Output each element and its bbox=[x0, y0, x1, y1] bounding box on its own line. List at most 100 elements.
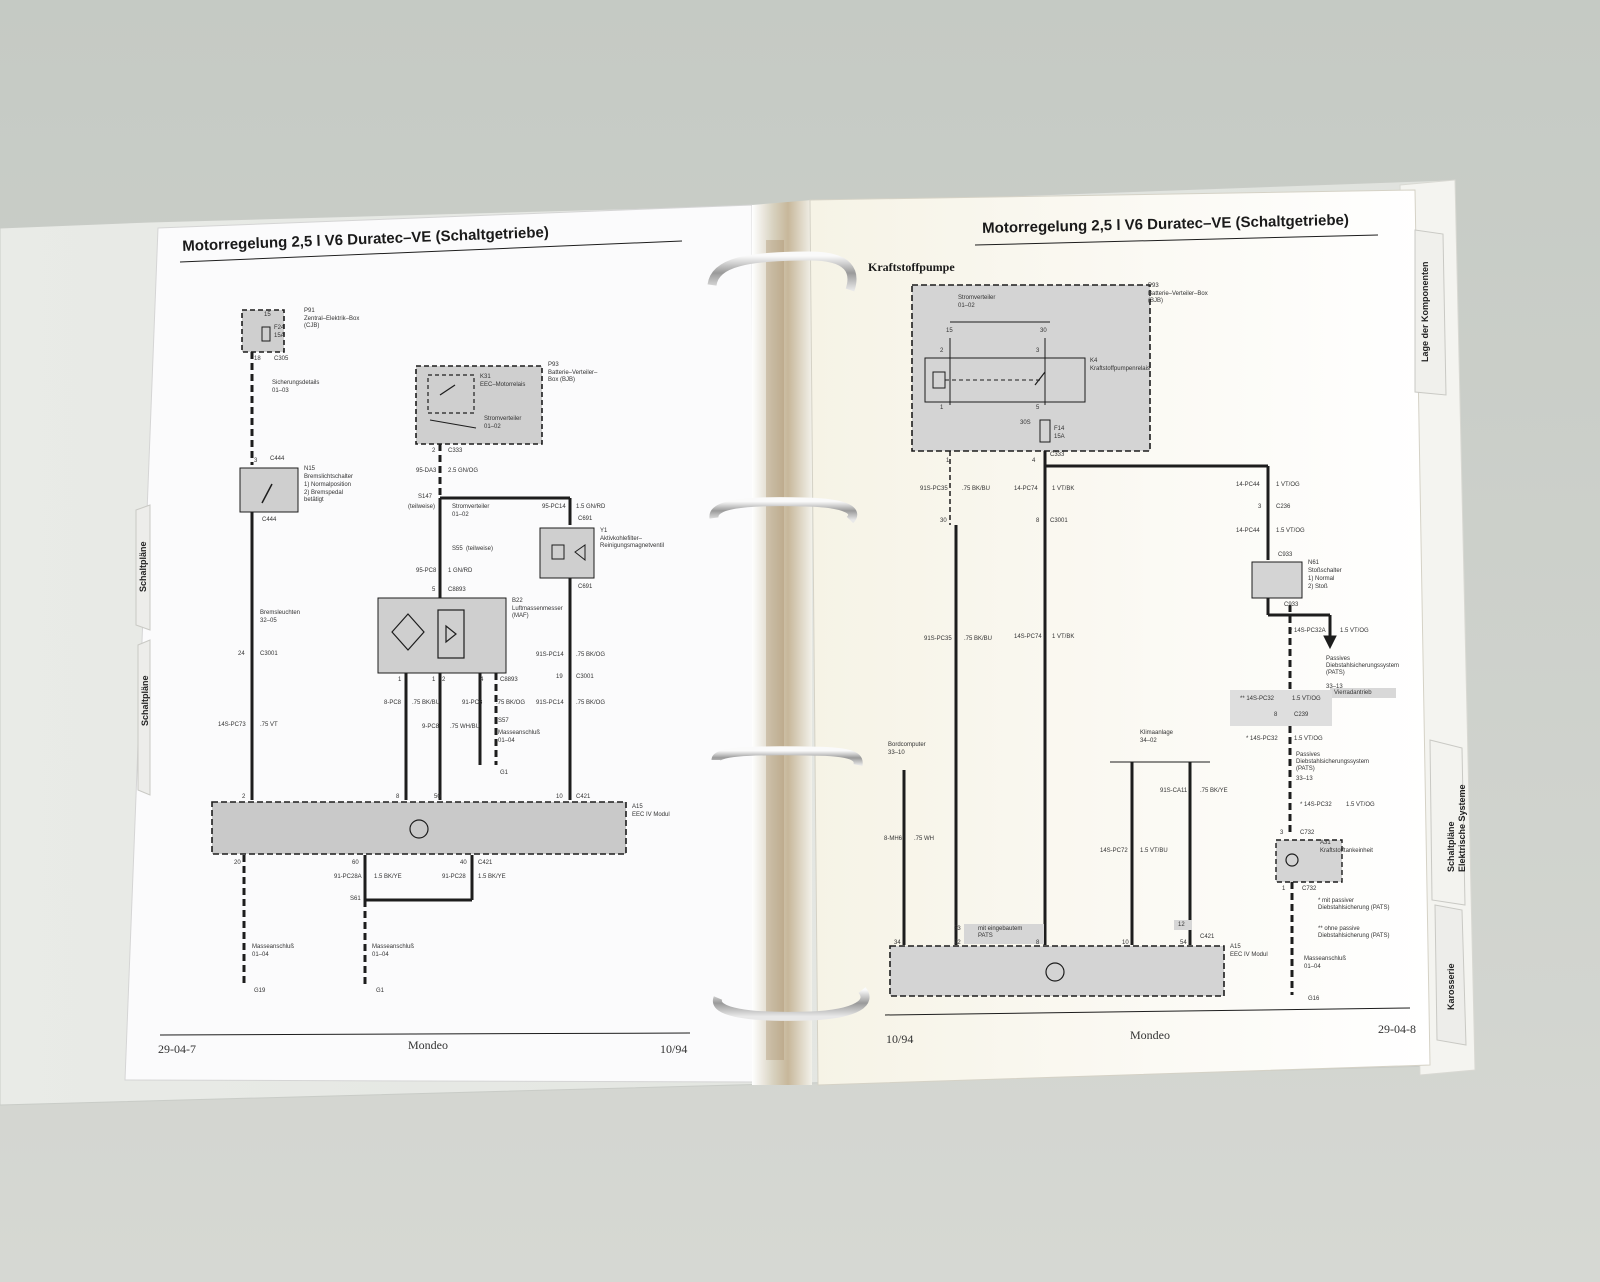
label-r-pats1-ref: 33–13 bbox=[1326, 684, 1343, 690]
label-wire-91pc28: 91-PC28 bbox=[442, 874, 466, 880]
right-tab-lage-der-komponenten[interactable]: Lage der Komponenten bbox=[1420, 261, 1430, 362]
label-wire-75bkog2: .75 BK/OG bbox=[576, 652, 606, 658]
label-r-pin30: 30 bbox=[1040, 328, 1047, 334]
label-y1: Y1 bbox=[600, 528, 608, 534]
label-r-pats1: Passives Diebstahlsicherungssystem (PATS… bbox=[1326, 656, 1400, 676]
label-r-n61: N61 bbox=[1308, 560, 1320, 566]
label-r-wire-14pc44: 14-PC44 bbox=[1236, 482, 1260, 488]
label-bremsleuchten: Bremsleuchten bbox=[260, 610, 301, 616]
label-r-wire-75wh: .75 WH bbox=[914, 836, 935, 842]
label-r-pin2: 2 bbox=[940, 348, 944, 354]
label-r-n61-opt1: 1) Normal bbox=[1308, 576, 1335, 582]
right-tab-karosserie[interactable]: Karosserie bbox=[1446, 963, 1456, 1010]
label-p91: P91 bbox=[304, 308, 315, 314]
label-r-pats2-ref: 33–13 bbox=[1296, 776, 1313, 782]
label-wire-15bkye2: 1.5 BK/YE bbox=[478, 874, 506, 880]
label-stromverteiler: Stromverteiler bbox=[452, 504, 490, 510]
label-r-wire-14spc32a: * 14S-PC32A bbox=[1290, 628, 1326, 634]
label-wire-15bkye: 1.5 BK/YE bbox=[374, 874, 402, 880]
label-c305: C305 bbox=[274, 356, 289, 362]
label-masseanschluss-a-ref: 01–04 bbox=[498, 738, 515, 744]
label-r-pin3d: 3 bbox=[1280, 830, 1284, 836]
label-r-c333: C333 bbox=[1050, 452, 1065, 458]
label-r-bordcomputer-ref: 33–10 bbox=[888, 750, 905, 756]
label-r-k4: K4 bbox=[1090, 358, 1098, 364]
label-c8893-bottom: C8893 bbox=[500, 677, 518, 683]
label-n15-desc: Bremslichtschalter bbox=[304, 474, 354, 480]
label-c444-bottom: C444 bbox=[262, 517, 277, 523]
label-wire-95da3: 95-DA3 bbox=[416, 468, 437, 474]
label-y1-desc: Aktivkohlefilter–Reinigungsmagnetventil bbox=[600, 536, 665, 549]
label-wire-75bkbu: .75 BK/BU bbox=[412, 700, 441, 706]
label-sicherungsdetails: Sicherungsdetails bbox=[272, 380, 320, 386]
label-wire-91spc14b: 91S-PC14 bbox=[536, 700, 564, 706]
label-r-wire-15vtbu: 1.5 VT/BU bbox=[1140, 848, 1168, 854]
label-pin-e4: 10 bbox=[556, 794, 563, 800]
label-r-pin8b: 8 bbox=[1036, 518, 1040, 524]
label-masseanschluss-a: Masseanschluß bbox=[498, 730, 541, 736]
label-r-masseanschluss-ref: 01–04 bbox=[1304, 964, 1321, 970]
label-r-pin10: 10 bbox=[1122, 940, 1129, 946]
left-tab-schaltplaene-top[interactable]: Schaltpläne bbox=[138, 541, 148, 592]
label-pin15: 15 bbox=[264, 312, 271, 318]
label-wire-75whbu: .75 WH/BU bbox=[450, 724, 481, 730]
label-r-c3001: C3001 bbox=[1050, 518, 1068, 524]
label-teilweise: (teilweise) bbox=[408, 504, 436, 510]
label-r-wire-15vtogc: 1.5 VT/OG bbox=[1292, 696, 1321, 702]
section-heading: Kraftstoffpumpe bbox=[868, 260, 955, 274]
label-pin-e2: 8 bbox=[396, 794, 400, 800]
label-wire-25gnog: 2.5 GN/OG bbox=[448, 468, 479, 474]
label-r-a15-desc: EEC IV Modul bbox=[1230, 952, 1268, 958]
right-diagram bbox=[884, 234, 1411, 1016]
label-r-pin3c: 3 bbox=[1258, 504, 1262, 510]
binder-rings bbox=[707, 251, 870, 1021]
label-r-pin-b4: 4 bbox=[1032, 458, 1036, 464]
label-wire-91pc8: 91-PC8 bbox=[462, 700, 483, 706]
label-r-wire-91spc35b: 91S-PC35 bbox=[924, 636, 952, 642]
label-stromverteiler-ref: 01–02 bbox=[452, 512, 469, 518]
label-pin-a4: 4 bbox=[480, 677, 484, 683]
label-p91-desc: Zentral–Elektrik–Box (CJB) bbox=[304, 316, 360, 329]
label-r-wire-14spc74: 14S-PC74 bbox=[1014, 634, 1042, 640]
label-r-p93-desc: Batterie–Verteiler–Box (BJB) bbox=[1148, 291, 1208, 304]
vierradantrieb-shade bbox=[1330, 688, 1396, 698]
label-pin2-c333: 2 bbox=[432, 448, 436, 454]
label-c8893-top: C8893 bbox=[448, 587, 466, 593]
label-masseanschluss-b: Masseanschluß bbox=[252, 944, 295, 950]
label-bremsleuchten-ref: 32–05 bbox=[260, 618, 277, 624]
label-pin3-c444: 3 bbox=[254, 458, 258, 464]
right-tab-elektrische-systeme[interactable]: Schaltpläne Elektrische Systeme bbox=[1446, 784, 1467, 872]
label-r-k4-desc: Kraftstoffpumpenrelais bbox=[1090, 366, 1150, 372]
label-r-pin1d: 1 bbox=[1282, 886, 1286, 892]
label-r-pin12: 12 bbox=[1178, 922, 1185, 928]
label-f24: F24 bbox=[274, 325, 285, 331]
label-c691-bottom: C691 bbox=[578, 584, 593, 590]
pats-shade bbox=[964, 924, 1044, 944]
label-c444-top: C444 bbox=[270, 456, 285, 462]
right-footer-left: 10/94 bbox=[886, 1032, 914, 1046]
label-r-klimaanlage: Klimaanlage bbox=[1140, 730, 1174, 736]
label-masseanschluss-c-ref: 01–04 bbox=[372, 952, 389, 958]
left-tab-schaltplaene-bottom[interactable]: Schaltpläne bbox=[140, 675, 150, 726]
label-teilweise2: (teilweise) bbox=[466, 546, 494, 552]
label-r-pin3: 3 bbox=[1036, 348, 1040, 354]
label-r-f14: F14 bbox=[1054, 426, 1065, 432]
label-r-pin30b: 30 bbox=[940, 518, 947, 524]
label-r-wire-91sca11: 91S-CA11 bbox=[1160, 788, 1188, 794]
label-r-wire-14spc32-s2: * 14S-PC32 bbox=[1300, 802, 1332, 808]
label-masseanschluss-c: Masseanschluß bbox=[372, 944, 415, 950]
label-r-pin8c: 8 bbox=[1274, 712, 1278, 718]
label-r-wire-1vtbkb: 1 VT/BK bbox=[1052, 634, 1075, 640]
label-wire-91pc28a: 91-PC28A bbox=[334, 874, 362, 880]
label-r-note1: * mit passiver Diebstahlsicherung (PATS) bbox=[1318, 898, 1390, 911]
label-sicherungsdetails-ref: 01–03 bbox=[272, 388, 289, 394]
label-r-c421: C421 bbox=[1200, 934, 1215, 940]
label-r-p93: P93 bbox=[1148, 283, 1159, 289]
left-footer-left: 29-04-7 bbox=[158, 1042, 196, 1056]
label-pin-a3: 2 bbox=[442, 677, 446, 683]
label-c3001b: C3001 bbox=[576, 674, 594, 680]
right-footer-right: 29-04-8 bbox=[1378, 1022, 1416, 1036]
label-r-pin1: 1 bbox=[940, 405, 944, 411]
label-r-masseanschluss: Masseanschluß bbox=[1304, 956, 1347, 962]
label-r-klimaanlage-ref: 34–02 bbox=[1140, 738, 1157, 744]
